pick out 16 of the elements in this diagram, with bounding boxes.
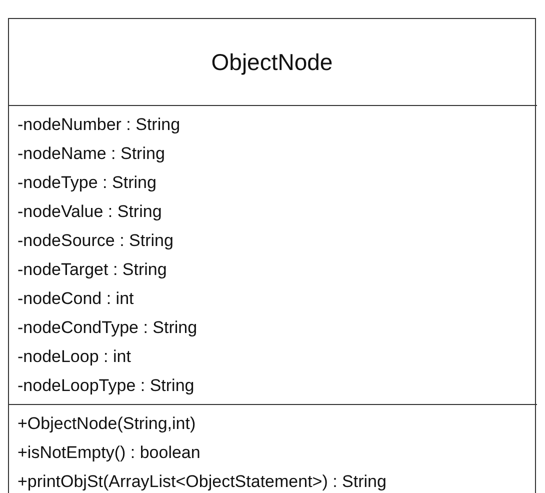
attribute-text: -nodeSource : String — [18, 230, 174, 252]
method-text: +isNotEmpty() : boolean — [18, 442, 200, 464]
method-text: +ObjectNode(String,int) — [18, 413, 196, 435]
class-name: ObjectNode — [211, 48, 333, 76]
attribute-text: -nodeNumber : String — [18, 114, 180, 136]
attribute-text: -nodeType : String — [18, 172, 156, 194]
attribute-text: -nodeTarget : String — [18, 259, 167, 281]
method-text: +printObjSt(ArrayList<ObjectStatement>) : String — [18, 471, 386, 493]
attribute-text: -nodeName : String — [18, 143, 165, 165]
attribute-text: -nodeCond : int — [18, 288, 134, 310]
attribute-text: -nodeLoopType : String — [18, 375, 194, 397]
method-compartment — [8, 404, 536, 493]
attribute-text: -nodeValue : String — [18, 201, 162, 223]
attribute-text: -nodeCondType : String — [18, 317, 198, 339]
attribute-text: -nodeLoop : int — [18, 346, 131, 368]
class-box — [8, 18, 536, 493]
